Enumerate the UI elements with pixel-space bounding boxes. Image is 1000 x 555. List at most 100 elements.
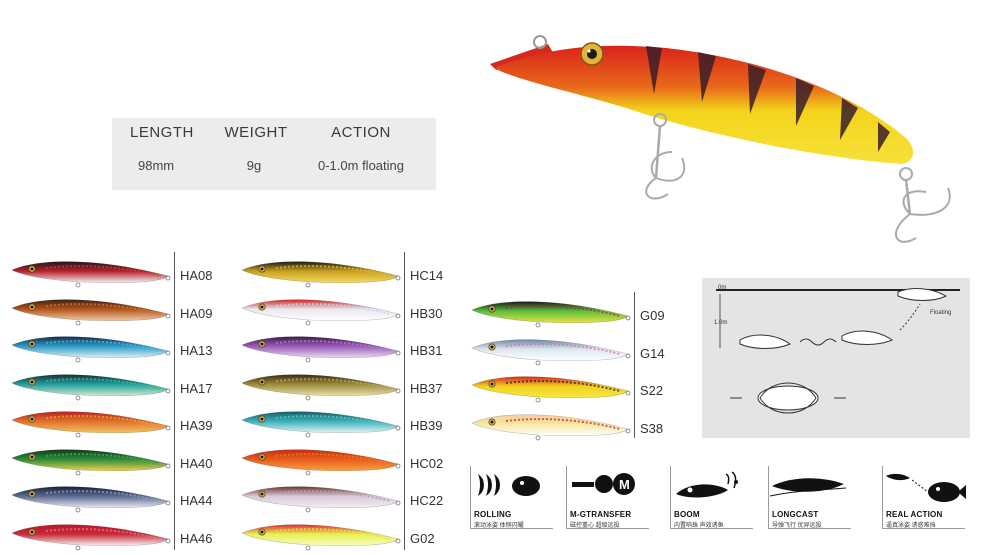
lure-item (470, 294, 670, 332)
depth-action-diagram: 0m 1.0m Floating (702, 278, 970, 438)
lure-item (10, 404, 210, 442)
lure-item (470, 332, 670, 370)
lure-image (241, 261, 401, 288)
lure-code-label: HA44 (180, 493, 213, 508)
lure-code-label: HC14 (410, 268, 444, 283)
lure-code-label: HA17 (180, 380, 213, 396)
column-divider (404, 252, 405, 550)
lure-image (241, 411, 401, 438)
hero-lure-image (490, 35, 951, 243)
magnet-icon: M (572, 473, 635, 495)
feature-title: ROLLING (474, 510, 512, 519)
feature-frame (768, 466, 851, 529)
lure-image (241, 448, 401, 475)
lure-image (11, 448, 171, 475)
lure-image (241, 298, 401, 325)
feature-boom: BOOM 内置响珠 声效诱鱼 (670, 466, 754, 530)
floating-label: Floating (930, 310, 951, 316)
lure-item (10, 254, 210, 292)
lure-image (11, 523, 171, 550)
lure-item (240, 292, 440, 330)
spec-table: LENGTH WEIGHT ACTION 98mm 9g 0-1.0m floa… (112, 118, 436, 190)
lure-item (240, 442, 440, 480)
lure-image (11, 298, 171, 325)
lure-image (241, 523, 401, 550)
lure-item (240, 254, 440, 292)
lure-code-label: HA13 (180, 343, 213, 358)
real-action-icon (886, 473, 966, 502)
spec-value-length: 98mm (138, 158, 175, 173)
lure-image (471, 413, 631, 440)
spec-header-weight: WEIGHT (224, 124, 288, 141)
lure-image (241, 373, 401, 400)
depth-bottom-label: 1.0m (714, 320, 727, 326)
svg-text:M: M (619, 477, 630, 492)
lure-item (10, 479, 210, 517)
lure-code-label: HB39 (410, 418, 443, 433)
lure-image (11, 411, 171, 438)
spec-value-action: 0-1.0m floating (318, 158, 404, 173)
feature-title: BOOM (674, 510, 700, 519)
lure-code-label: HB31 (410, 343, 443, 358)
spec-header-length: LENGTH (130, 124, 194, 141)
feature-m-gtransfer: M M-GTRANSFER 磁控重心 超级远投 (566, 466, 650, 530)
feature-subtitle: 磁控重心 超级远投 (570, 523, 620, 529)
lure-item (10, 367, 210, 405)
longcast-icon (769, 478, 847, 497)
lure-item (10, 517, 210, 555)
lure-code-label: S22 (640, 383, 664, 398)
feature-rolling: ROLLING 滚动泳姿 体侧闪耀 (470, 466, 554, 530)
lure-image (471, 301, 631, 328)
lure-code-label: HA40 (180, 455, 213, 471)
feature-frame (566, 466, 649, 529)
spec-header-row: LENGTH WEIGHT ACTION (112, 124, 436, 150)
feature-longcast: LONGCAST 导弹飞行 优异远投 (768, 466, 852, 530)
lure-code-label: HA46 (180, 530, 213, 546)
lure-item (10, 292, 210, 330)
lure-item (470, 369, 670, 407)
column-divider (634, 292, 635, 438)
lure-code-label: G09 (640, 308, 665, 323)
depth-top-label: 0m (718, 285, 726, 291)
feature-title: REAL ACTION (886, 510, 943, 519)
column-divider (174, 252, 175, 550)
sound-icon (676, 471, 738, 498)
feature-subtitle: 内置响珠 声效诱鱼 (674, 523, 724, 529)
feature-frame (670, 466, 753, 529)
lure-item (240, 517, 440, 555)
lure-code-label: HB37 (410, 380, 443, 396)
lure-image (11, 261, 171, 288)
spec-header-action: ACTION (331, 124, 391, 141)
lure-item (240, 367, 440, 405)
lure-item (240, 404, 440, 442)
lure-code-label: S38 (640, 420, 664, 436)
lure-image (471, 338, 631, 365)
lure-code-label: HA09 (180, 305, 213, 321)
lure-code-label: G02 (410, 530, 435, 546)
lure-image (11, 373, 171, 400)
lure-item (240, 329, 440, 367)
lure-image (11, 336, 171, 363)
feature-frame (470, 466, 553, 529)
lure-image (241, 486, 401, 513)
feature-subtitle: 导弹飞行 优异远投 (772, 523, 822, 529)
lure-item (240, 479, 440, 517)
lure-item (470, 407, 670, 445)
lure-image (471, 376, 631, 403)
lure-code-label: HB30 (410, 305, 443, 321)
lure-image (11, 486, 171, 513)
lure-code-label: HA08 (180, 268, 213, 283)
lure-item (10, 442, 210, 480)
lure-code-label: HA39 (180, 418, 213, 433)
lure-code-label: G14 (640, 345, 665, 361)
spec-value-weight: 9g (246, 158, 262, 173)
diagram-graphic: 0m 1.0m Floating (714, 285, 960, 414)
feature-title: LONGCAST (772, 510, 819, 519)
lure-code-label: HC22 (410, 493, 444, 508)
spec-value-row: 98mm 9g 0-1.0m floating (112, 158, 436, 182)
feature-subtitle: 逼真泳姿 诱惑难挡 (886, 523, 936, 529)
feature-title: M-GTRANSFER (570, 510, 632, 519)
lure-code-label: HC02 (410, 455, 444, 471)
feature-subtitle: 滚动泳姿 体侧闪耀 (474, 523, 524, 529)
lure-image (241, 336, 401, 363)
